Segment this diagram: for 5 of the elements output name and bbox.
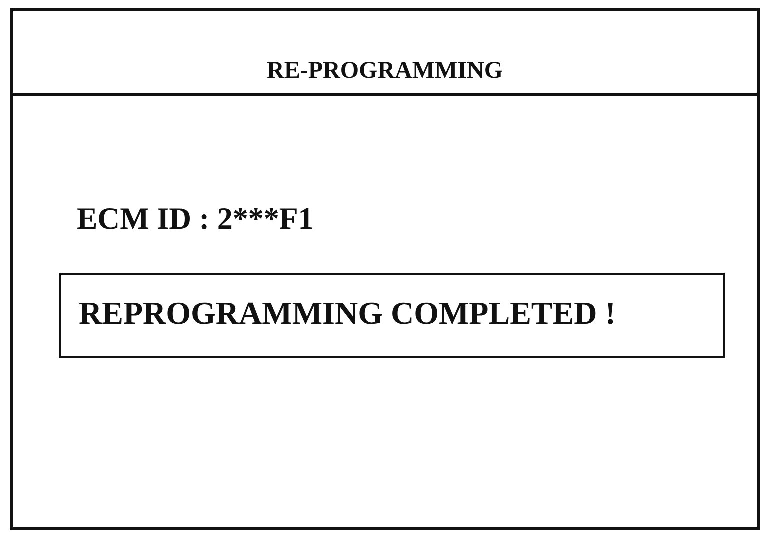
screen-title: RE-PROGRAMMING <box>267 57 503 85</box>
status-message: REPROGRAMMING COMPLETED ! <box>79 295 616 332</box>
message-box <box>59 273 725 358</box>
id-text: ECM ID : 2***F1 <box>77 201 314 237</box>
screen-panel <box>10 8 760 530</box>
